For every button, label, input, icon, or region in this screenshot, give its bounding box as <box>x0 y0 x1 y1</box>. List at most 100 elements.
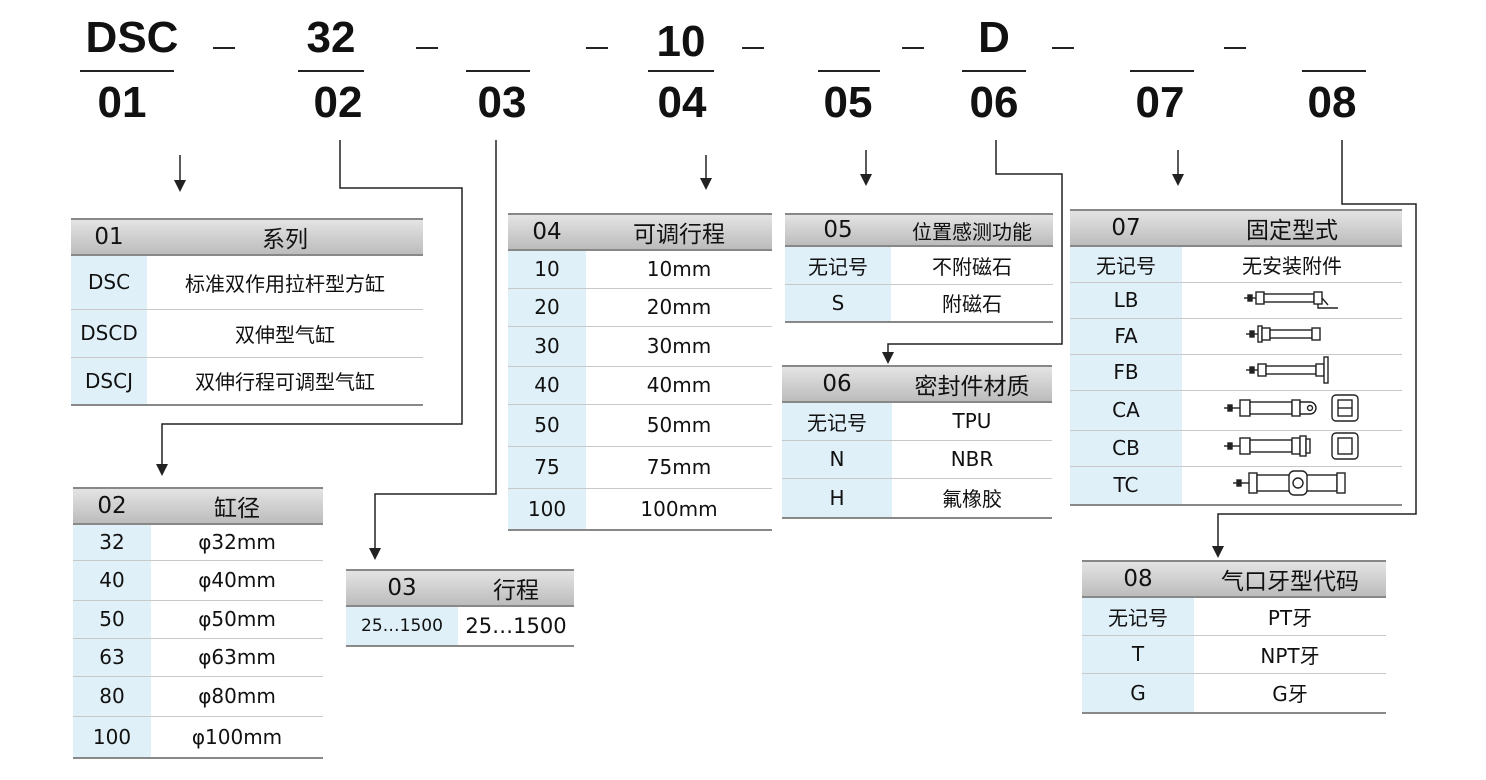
table-header-code: 01 <box>71 218 147 256</box>
table-row: N NBR <box>782 440 1052 479</box>
table-row: 25…1500 25…1500 <box>346 606 574 647</box>
option-desc: φ80mm <box>151 676 323 717</box>
table-row: CA <box>1070 390 1402 431</box>
option-code: 50 <box>73 600 151 639</box>
option-desc: 75mm <box>586 446 772 489</box>
cylinder-lb-icon <box>1244 290 1338 309</box>
cylinder-fb-icon <box>1246 355 1329 384</box>
option-code: 100 <box>73 716 151 759</box>
option-code: S <box>785 284 891 323</box>
separator-dash <box>586 47 608 49</box>
table-row: 20 20mm <box>508 288 772 327</box>
table-row: G G牙 <box>1082 673 1386 714</box>
code-underline <box>648 70 714 72</box>
option-desc: 30mm <box>586 326 772 367</box>
option-desc: 20mm <box>586 288 772 327</box>
position-03: 03 <box>477 78 527 127</box>
option-code: FB <box>1070 354 1182 391</box>
option-code: 100 <box>508 488 586 531</box>
table-row: DSCJ 双伸行程可调型气缸 <box>71 357 423 406</box>
option-code: DSCD <box>71 309 147 358</box>
option-code: 20 <box>508 288 586 327</box>
table-row: 40 40mm <box>508 366 772 405</box>
table-header-code: 07 <box>1070 209 1182 247</box>
cylinder-fa-icon <box>1246 324 1321 343</box>
table-row: 10 10mm <box>508 250 772 289</box>
arrow-02 <box>156 140 463 476</box>
code-01: DSC <box>85 13 179 62</box>
arrow-08 <box>1212 140 1417 558</box>
code-underline <box>80 70 174 72</box>
table-header-code: 04 <box>508 213 586 251</box>
code-underline <box>818 70 880 72</box>
option-code: 75 <box>508 446 586 489</box>
code-underline <box>962 70 1026 72</box>
option-desc: PT牙 <box>1194 597 1386 636</box>
arrow-06 <box>882 140 1063 364</box>
code-underline <box>466 70 530 72</box>
table-header-label: 气口牙型代码 <box>1194 560 1386 598</box>
code-underline <box>1130 70 1194 72</box>
table-row: FA <box>1070 318 1402 355</box>
option-code: H <box>782 478 892 519</box>
table-row: 80 φ80mm <box>73 676 323 717</box>
table-row: S 附磁石 <box>785 284 1053 323</box>
table-row: 无记号 无安装附件 <box>1070 246 1402 283</box>
option-code: 40 <box>508 366 586 405</box>
option-code: 80 <box>73 676 151 717</box>
option-desc: 双伸行程可调型气缸 <box>147 357 423 406</box>
option-code: 32 <box>73 524 151 561</box>
position-04: 04 <box>657 78 707 127</box>
option-code: CA <box>1070 390 1182 431</box>
option-desc: φ63mm <box>151 638 323 677</box>
option-desc: φ50mm <box>151 600 323 639</box>
option-code: 40 <box>73 560 151 601</box>
option-desc: G牙 <box>1194 673 1386 714</box>
option-desc: 50mm <box>586 404 772 447</box>
option-desc: 双伸型气缸 <box>147 309 423 358</box>
separator-dash <box>416 47 438 49</box>
option-desc: 附磁石 <box>891 284 1053 323</box>
option-desc <box>1182 318 1402 355</box>
option-code: DSC <box>71 255 147 310</box>
separator-dash <box>742 47 764 49</box>
option-desc: 10mm <box>586 250 772 289</box>
table-row: T NPT牙 <box>1082 635 1386 674</box>
table-mounting-type: 07 固定型式 无记号 无安装附件 LB FA <box>1070 209 1402 506</box>
option-code: 10 <box>508 250 586 289</box>
table-bore: 02 缸径 32 φ32mm 40 φ40mm 50 φ50mm 63 φ63m… <box>73 487 323 759</box>
table-port-thread: 08 气口牙型代码 无记号 PT牙 T NPT牙 G G牙 <box>1082 560 1386 714</box>
option-desc <box>1182 354 1402 391</box>
separator-dash <box>1052 47 1074 49</box>
table-row: 75 75mm <box>508 446 772 489</box>
table-row: TC <box>1070 466 1402 506</box>
option-code: 25…1500 <box>346 606 458 647</box>
option-code: 30 <box>508 326 586 367</box>
position-08: 08 <box>1307 78 1357 127</box>
option-code: 无记号 <box>782 402 892 441</box>
code-02: 32 <box>306 13 356 62</box>
table-row: DSCD 双伸型气缸 <box>71 309 423 358</box>
table-row: CB <box>1070 430 1402 467</box>
table-header-label: 行程 <box>458 569 574 607</box>
position-05: 05 <box>823 78 873 127</box>
option-code: 无记号 <box>1082 597 1194 636</box>
option-code: LB <box>1070 282 1182 319</box>
position-06: 06 <box>969 78 1019 127</box>
table-row: 无记号 不附磁石 <box>785 246 1053 285</box>
code-underline <box>298 70 364 72</box>
option-code: 无记号 <box>785 246 891 285</box>
table-header-label: 密封件材质 <box>892 365 1052 403</box>
table-header-label: 缸径 <box>151 487 323 525</box>
table-position-sensing: 05 位置感测功能 无记号 不附磁石 S 附磁石 <box>785 213 1053 323</box>
option-code: T <box>1082 635 1194 674</box>
table-header-label: 可调行程 <box>586 213 772 251</box>
table-row: 50 50mm <box>508 404 772 447</box>
table-row: 30 30mm <box>508 326 772 367</box>
cylinder-cb-icon <box>1224 431 1359 460</box>
position-07: 07 <box>1135 78 1185 127</box>
option-desc: TPU <box>892 402 1052 441</box>
option-desc <box>1182 282 1402 319</box>
option-code: CB <box>1070 430 1182 467</box>
table-seal-material: 06 密封件材质 无记号 TPU N NBR H 氟橡胶 <box>782 365 1052 519</box>
